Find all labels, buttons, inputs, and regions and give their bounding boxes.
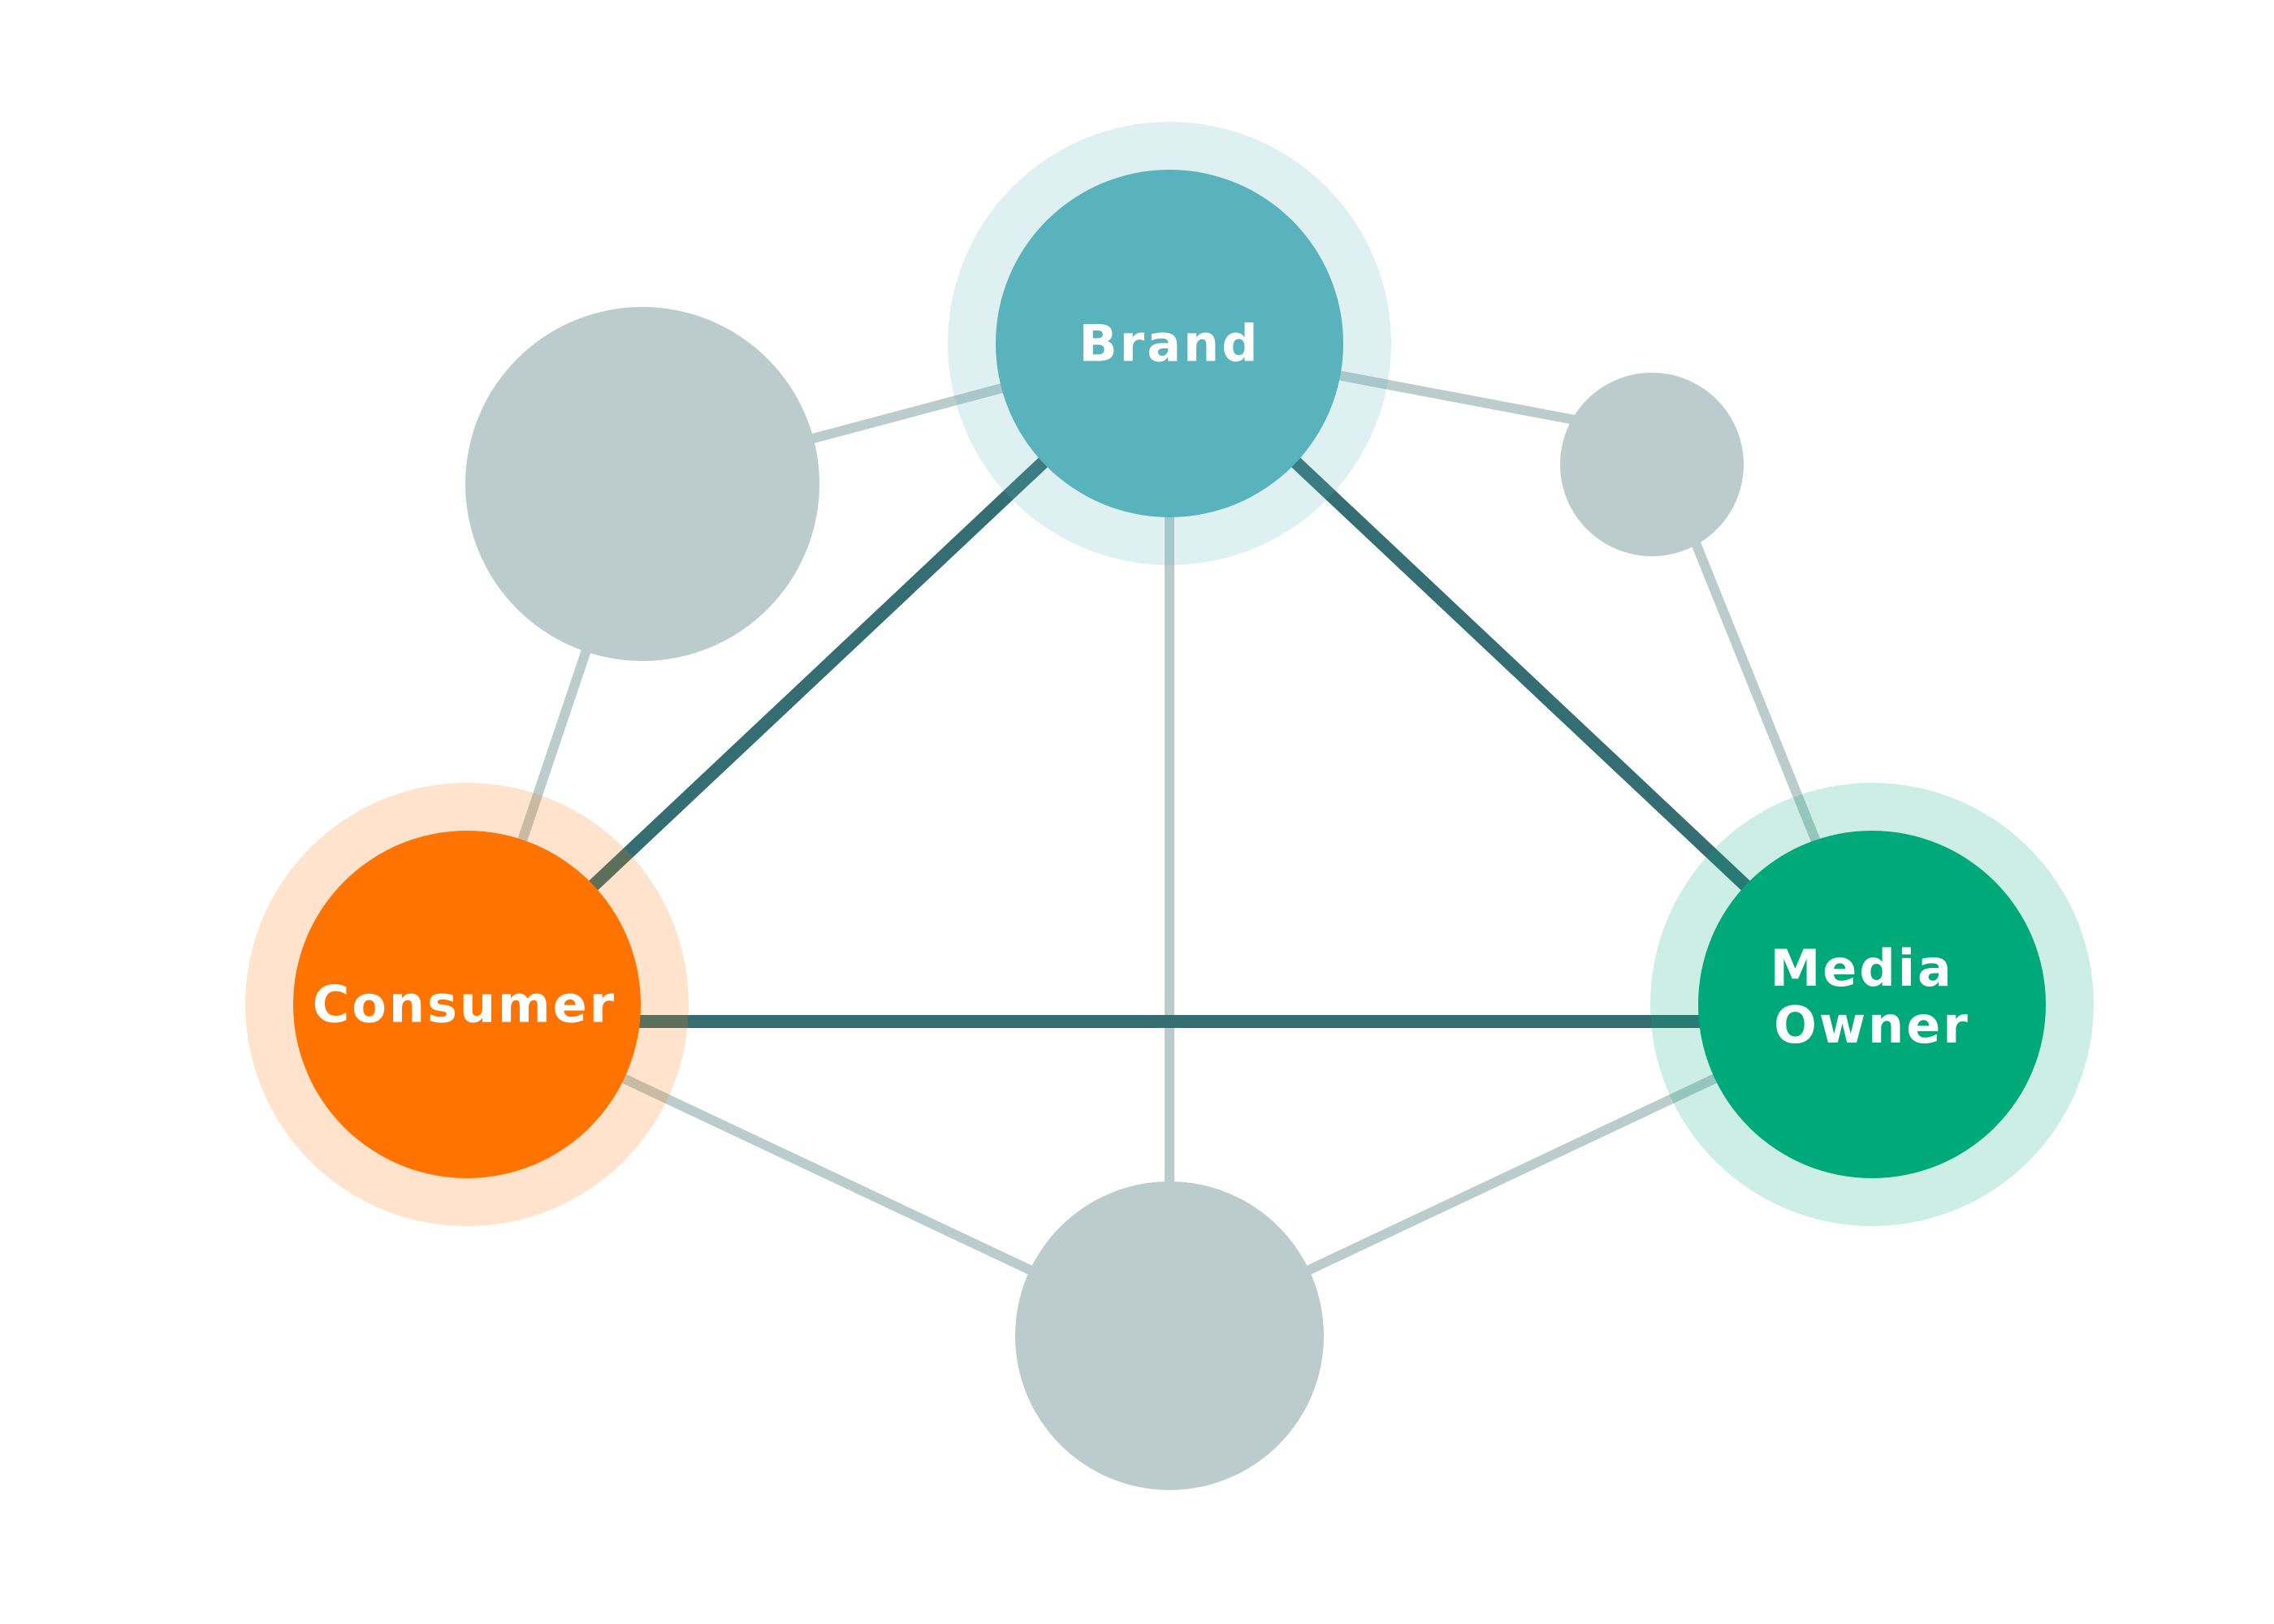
consumer-node: Consumer [245,783,689,1226]
media-owner-circle [1698,831,2046,1178]
media-owner-label: Media Owner [1770,939,1974,1055]
neutral-node-topright [1560,373,1744,556]
brand-label: Brand [1079,314,1260,374]
consumer-label: Consumer [313,975,617,1034]
media-owner-node: Media Owner [1650,783,2094,1226]
media-owner-label-line2: Owner [1774,996,1970,1055]
neutral-node-bottom [1015,1181,1324,1490]
neutral-node-topleft [465,307,819,661]
brand-node: Brand [948,122,1391,565]
consumer-circle [293,831,641,1178]
brand-circle [996,170,1343,517]
media-owner-label-line1: Media [1770,939,1954,998]
